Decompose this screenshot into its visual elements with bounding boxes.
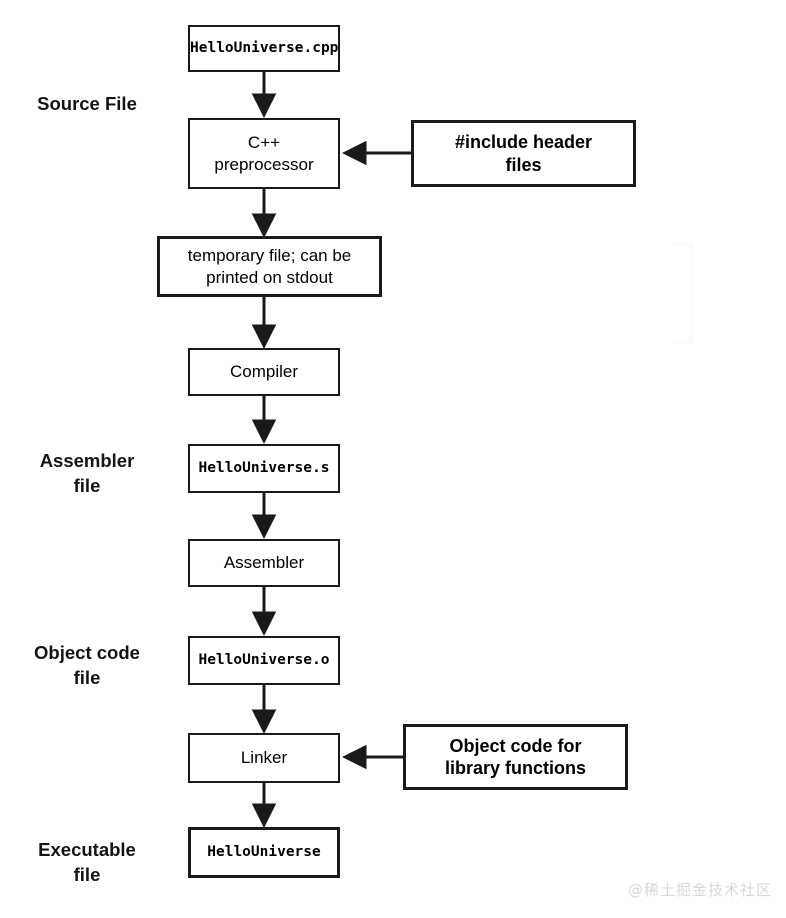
node-label: HelloUniverse.o: [198, 652, 330, 669]
node-label: C++preprocessor: [214, 133, 314, 174]
node-hellouniverse-o[interactable]: HelloUniverse.o: [188, 636, 340, 685]
faint-watermark-artifact: [672, 243, 693, 344]
node-label: HelloUniverse.cpp: [190, 40, 339, 57]
node-compiler[interactable]: Compiler: [188, 348, 340, 396]
node-label: HelloUniverse.s: [198, 460, 330, 477]
node-cpp-preprocessor[interactable]: C++preprocessor: [188, 118, 340, 189]
node-label: Compiler: [229, 362, 299, 382]
node-linker[interactable]: Linker: [188, 733, 340, 783]
node-label: Linker: [240, 748, 288, 768]
node-label: HelloUniverse: [207, 844, 321, 861]
watermark-text: @稀土掘金技术社区: [627, 881, 772, 899]
node-label: Assembler: [223, 553, 305, 573]
node-assembler[interactable]: Assembler: [188, 539, 340, 587]
node-hellouniverse-s[interactable]: HelloUniverse.s: [188, 444, 340, 493]
node-hellouniverse-cpp[interactable]: HelloUniverse.cpp: [188, 25, 340, 72]
node-hellouniverse-executable[interactable]: HelloUniverse: [188, 827, 340, 878]
stage-label-source-file: Source File: [37, 93, 137, 114]
